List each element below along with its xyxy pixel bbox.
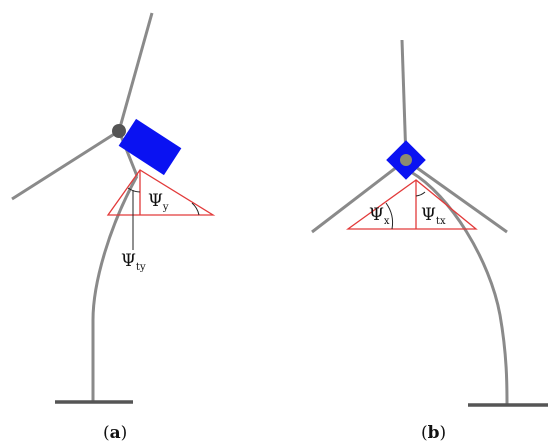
hub-b [400, 154, 412, 166]
panel-a: Ψy Ψty (a) [11, 12, 216, 443]
nacelle-a [118, 118, 182, 176]
tower-b [410, 170, 509, 405]
blade-a-top [117, 12, 154, 132]
blade-b-left [311, 158, 407, 234]
arc-psi-ty [127, 187, 141, 193]
blade-a-left [11, 129, 120, 201]
caption-b: (b) [421, 423, 446, 443]
arc-psi-x [385, 202, 393, 230]
arc-psi-tx [415, 191, 426, 197]
panel-b: Ψx Ψtx (b) [311, 39, 548, 443]
caption-a: (a) [103, 423, 127, 443]
angle-triangle-b [345, 179, 478, 230]
arc-psi-y [191, 202, 200, 216]
label-psi-y: Ψy [148, 191, 169, 213]
label-psi-ty: Ψty [121, 251, 146, 273]
label-psi-x: Ψx [369, 205, 390, 227]
blade-a-lower [117, 130, 139, 177]
label-psi-tx: Ψtx [421, 205, 446, 227]
angle-triangle-a [106, 169, 216, 216]
hub-a [112, 124, 126, 138]
blade-b-right [405, 158, 508, 234]
tower-a [91, 175, 139, 401]
blade-b-top [400, 39, 408, 161]
